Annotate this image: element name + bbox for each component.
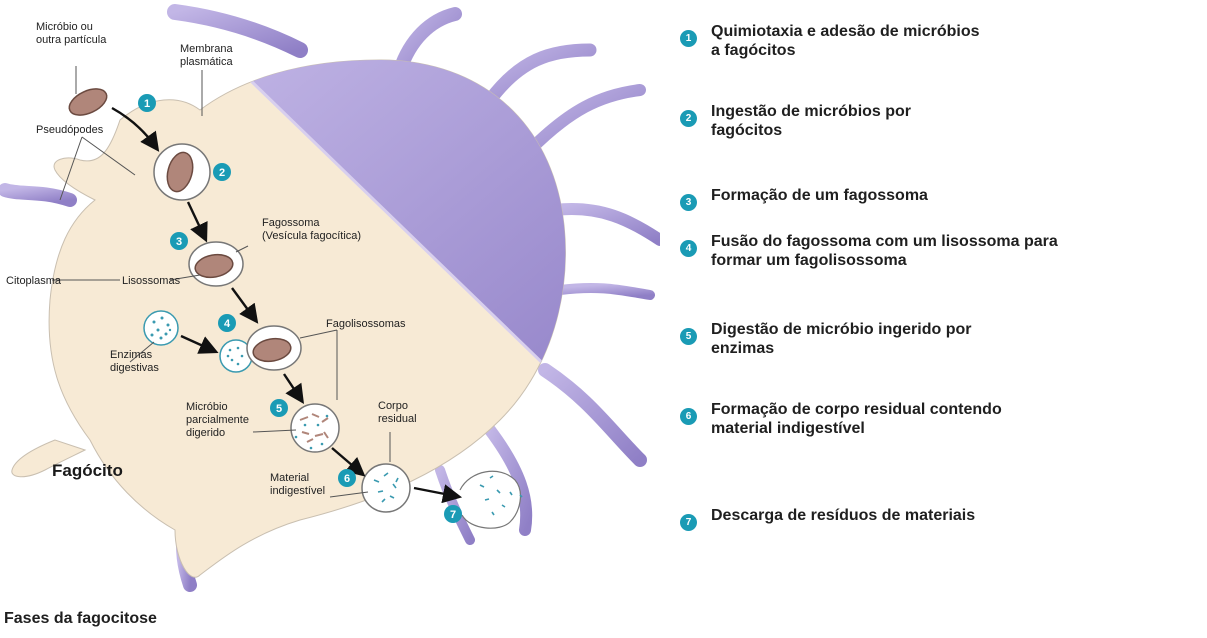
label-line: Material [270,472,309,484]
step-number-badge: 3 [680,194,697,211]
residual-body [362,464,410,512]
svg-text:2: 2 [219,167,225,179]
badge-1: 1 [138,94,156,112]
step-number-badge: 4 [680,240,697,257]
svg-text:7: 7 [450,509,456,521]
lysosome [144,311,178,345]
step-text: Ingestão de micróbios por fagócitos [711,102,911,140]
badge-6: 6 [338,469,356,487]
step-text: Digestão de micróbio ingerido por enzima… [711,320,971,358]
label-line: parcialmente [186,414,249,426]
badge-5: 5 [270,399,288,417]
step-text: Formação de um fagossoma [711,186,928,205]
label-line: outra partícula [36,34,107,46]
label-line: digestivas [110,362,159,374]
step-2: 2 Ingestão de micróbios por fagócitos [680,102,911,140]
step-3: 3 Formação de um fagossoma [680,186,928,211]
step-number-badge: 5 [680,328,697,345]
label-line: Membrana [180,43,233,55]
label-phagocyte: Fagócito [52,461,123,480]
step-text: Formação de corpo residual contendo mate… [711,400,1002,438]
label-line: indigestível [270,485,325,497]
svg-text:5: 5 [276,403,282,415]
label-line: Enzimas [110,349,153,361]
label-line: (Vesícula fagocítica) [262,230,361,242]
digestion-vesicle [291,404,339,452]
svg-text:3: 3 [176,236,182,248]
label-line: digerido [186,427,225,439]
svg-text:4: 4 [224,318,231,330]
microbe-outside [65,84,111,121]
step-4: 4 Fusão do fagossoma com um lisossoma pa… [680,232,1058,270]
step-number-badge: 1 [680,30,697,47]
label-line: Corpo [378,400,408,412]
badge-3: 3 [170,232,188,250]
step-text: Descarga de resíduos de materiais [711,506,975,525]
badge-2: 2 [213,163,231,181]
svg-text:6: 6 [344,473,350,485]
step-5: 5 Digestão de micróbio ingerido por enzi… [680,320,971,358]
step-number-badge: 6 [680,408,697,425]
label-line: plasmática [180,56,233,68]
exocytosis-pocket [460,471,520,528]
label-pseudopods: Pseudópodes [36,124,104,136]
label-line: Micróbio [186,401,228,413]
step-1: 1 Quimiotaxia e adesão de micróbios a fa… [680,22,980,60]
figure-caption: Fases da fagocitose [4,610,157,628]
label-cytoplasm: Citoplasma [6,275,62,287]
svg-text:1: 1 [144,98,150,110]
step-text: Quimiotaxia e adesão de micróbios a fagó… [711,22,980,60]
label-line: Micróbio ou [36,21,93,33]
step-number-badge: 7 [680,514,697,531]
step-7: 7 Descarga de resíduos de materiais [680,506,975,531]
label-line: residual [378,413,417,425]
label-phagolysosomes: Fagolisossomas [326,318,406,330]
label-line: Fagossoma [262,217,320,229]
step-number-badge: 2 [680,110,697,127]
label-lysosomes: Lisossomas [122,275,181,287]
step-text: Fusão do fagossoma com um lisossoma para… [711,232,1058,270]
badge-7: 7 [444,505,462,523]
badge-4: 4 [218,314,236,332]
step-6: 6 Formação de corpo residual contendo ma… [680,400,1002,438]
